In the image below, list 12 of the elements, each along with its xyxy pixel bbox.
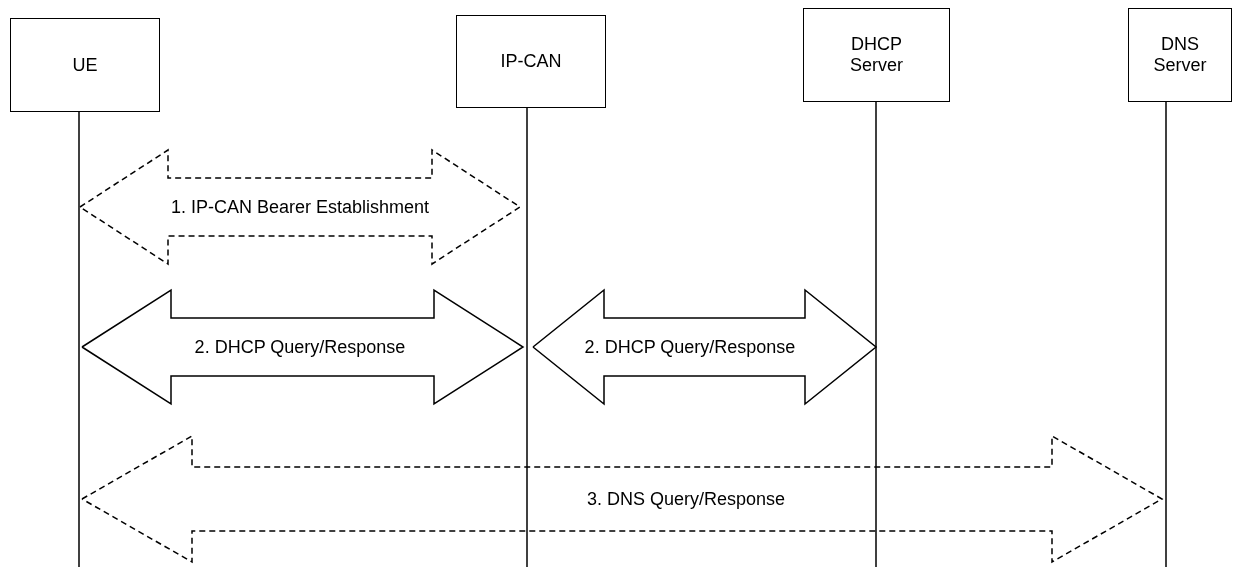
double-block-arrow [80,434,1164,564]
entity-box [803,8,950,102]
double-block-arrow [78,148,522,266]
entity-box [456,15,606,108]
entity-box [1128,8,1232,102]
entity-name: DNS Server [1152,34,1208,76]
entity-name: DHCP Server [849,34,904,76]
entity-name: IP-CAN [500,51,562,72]
entity-name: UE [72,54,98,76]
double-block-arrow [531,288,878,406]
double-block-arrow [80,288,525,406]
entity-box [10,18,160,112]
